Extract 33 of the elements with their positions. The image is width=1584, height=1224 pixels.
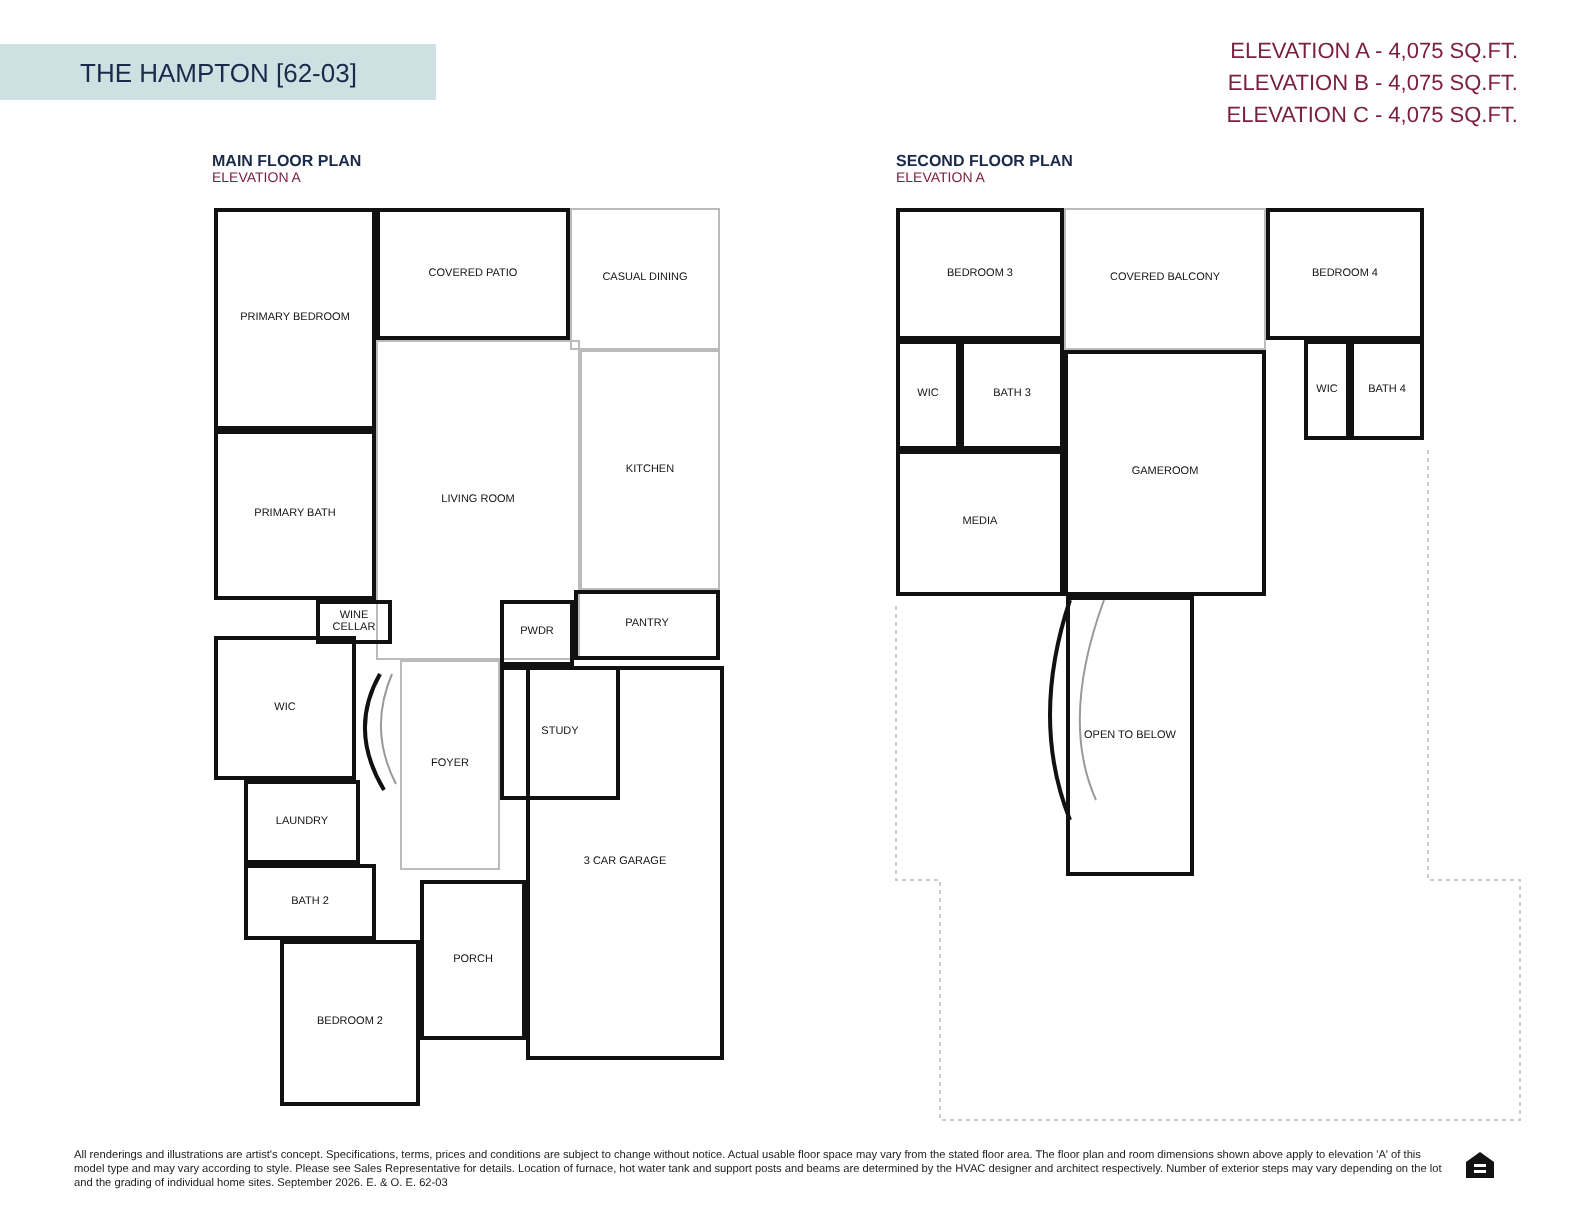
room-outline [1350,340,1424,440]
room-outline [420,880,526,1040]
room-outline [376,208,570,340]
room-outline [214,430,376,600]
room-outline [580,350,720,590]
room-outline [1304,340,1350,440]
room-outline [896,340,960,450]
elevation-area: ELEVATION A - 4,075 SQ.FT. [1230,40,1518,64]
room-outline [574,590,720,660]
room-outline [214,208,376,430]
room-outline [960,340,1064,450]
room-outline [214,636,356,780]
room-outline [280,940,420,1106]
room-outline [400,660,500,870]
room-outline [570,208,720,350]
elevation-area: ELEVATION B - 4,075 SQ.FT. [1227,72,1518,96]
room-outline [376,340,580,660]
room-outline [244,780,360,864]
room-outline [526,666,724,1060]
room-outline [500,666,620,800]
plan-heading: MAIN FLOOR PLAN [212,152,362,170]
room-outline [1064,208,1266,350]
room-outline [316,600,392,644]
room-outline [896,208,1064,340]
elevation-area: ELEVATION C - 4,075 SQ.FT. [1226,104,1518,128]
plan-title: THE HAMPTON [62-03] [0,44,436,100]
room-outline [1064,350,1266,596]
plan-heading: SECOND FLOOR PLAN [896,152,1073,170]
room-outline [1266,208,1424,340]
room-outline [244,864,376,940]
room-outline [500,600,574,666]
room-outline [896,450,1064,596]
room-outline [1066,596,1194,876]
